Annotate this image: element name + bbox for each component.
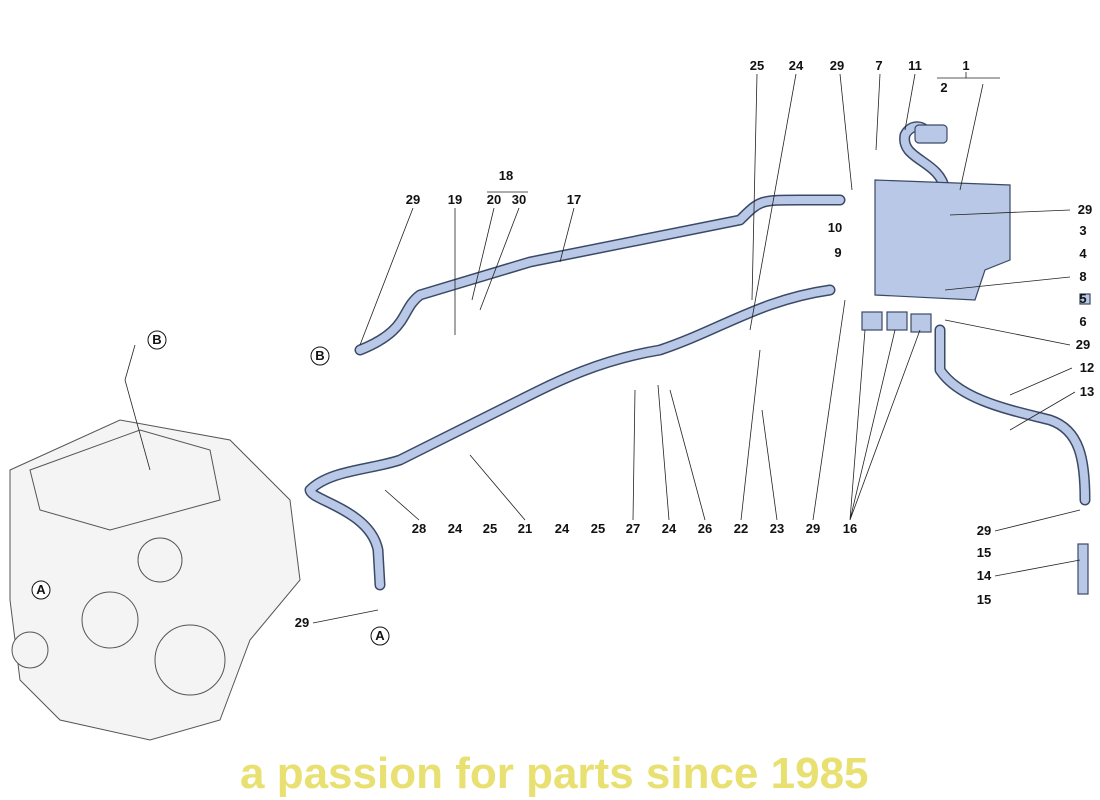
callout-6: 6 xyxy=(1079,314,1086,329)
expansion-tank xyxy=(861,124,1091,595)
callout-24: 24 xyxy=(662,521,677,536)
callout-29: 29 xyxy=(1078,202,1092,217)
callout-26: 26 xyxy=(698,521,712,536)
engine-block xyxy=(9,344,301,741)
callout-15: 15 xyxy=(977,545,991,560)
callout-4: 4 xyxy=(1079,246,1087,261)
callout-19: 19 xyxy=(448,192,462,207)
callout-11: 11 xyxy=(908,58,922,73)
callout-22: 22 xyxy=(734,521,748,536)
callout-29: 29 xyxy=(295,615,309,630)
callout-29: 29 xyxy=(806,521,820,536)
callout-10: 10 xyxy=(828,220,842,235)
view-marker-circle xyxy=(31,580,51,600)
callout-9: 9 xyxy=(834,245,841,260)
callout-23: 23 xyxy=(770,521,784,536)
view-marker-b: B xyxy=(315,348,324,363)
callout-5: 5 xyxy=(1079,291,1086,306)
callout-30: 30 xyxy=(512,192,526,207)
callout-18: 18 xyxy=(499,168,513,183)
callout-20: 20 xyxy=(487,192,501,207)
callout-24: 24 xyxy=(555,521,570,536)
tank-cap xyxy=(914,124,948,144)
callout-14: 14 xyxy=(977,568,992,583)
leader-lines xyxy=(312,72,1081,624)
callout-24: 24 xyxy=(448,521,463,536)
callout-1: 1 xyxy=(962,58,969,73)
view-marker-circle xyxy=(310,346,330,366)
view-marker-b: B xyxy=(152,332,161,347)
view-marker-circle xyxy=(147,330,167,350)
callout-13: 13 xyxy=(1080,384,1094,399)
callout-21: 21 xyxy=(518,521,532,536)
callout-2: 2 xyxy=(940,80,947,95)
callout-15: 15 xyxy=(977,592,991,607)
callout-29: 29 xyxy=(1076,337,1090,352)
callout-28: 28 xyxy=(412,521,426,536)
callout-8: 8 xyxy=(1079,269,1086,284)
watermark: a passion for parts since 1985 xyxy=(240,749,869,798)
callout-29: 29 xyxy=(830,58,844,73)
view-marker-a: A xyxy=(36,582,46,597)
callout-25: 25 xyxy=(591,521,605,536)
callout-29: 29 xyxy=(406,192,420,207)
callout-16: 16 xyxy=(843,521,857,536)
callout-25: 25 xyxy=(750,58,764,73)
coolant-hoses xyxy=(304,121,1091,591)
callout-7: 7 xyxy=(875,58,882,73)
callout-29: 29 xyxy=(977,523,991,538)
view-marker-a: A xyxy=(375,628,385,643)
callout-27: 27 xyxy=(626,521,640,536)
callout-25: 25 xyxy=(483,521,497,536)
callout-12: 12 xyxy=(1080,360,1094,375)
callout-3: 3 xyxy=(1079,223,1086,238)
callout-24: 24 xyxy=(789,58,804,73)
callout-17: 17 xyxy=(567,192,581,207)
watermark-text: a passion for parts since 1985 xyxy=(240,749,869,798)
view-marker-circle xyxy=(370,626,390,646)
